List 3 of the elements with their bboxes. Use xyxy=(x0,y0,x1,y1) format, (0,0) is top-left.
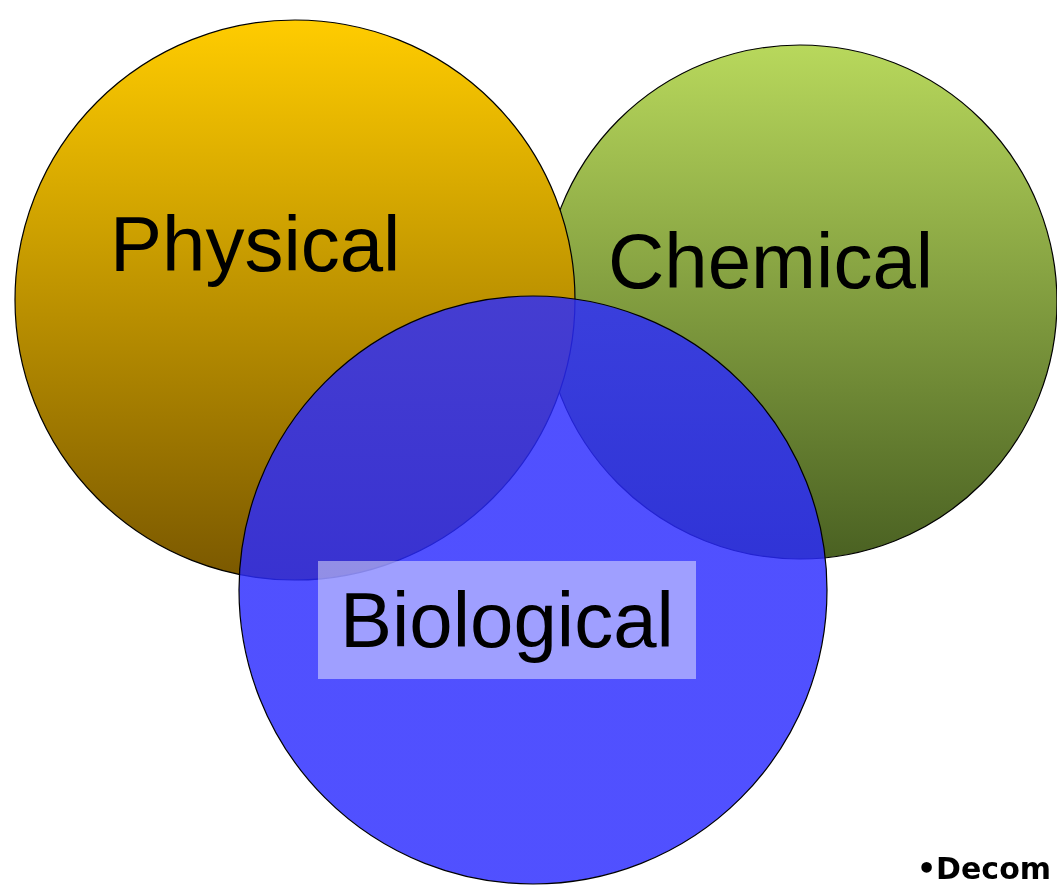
circle-label: Chemical xyxy=(608,222,934,300)
bullet-text: •Decom xyxy=(916,851,1051,886)
circle-label: Biological xyxy=(318,561,696,679)
